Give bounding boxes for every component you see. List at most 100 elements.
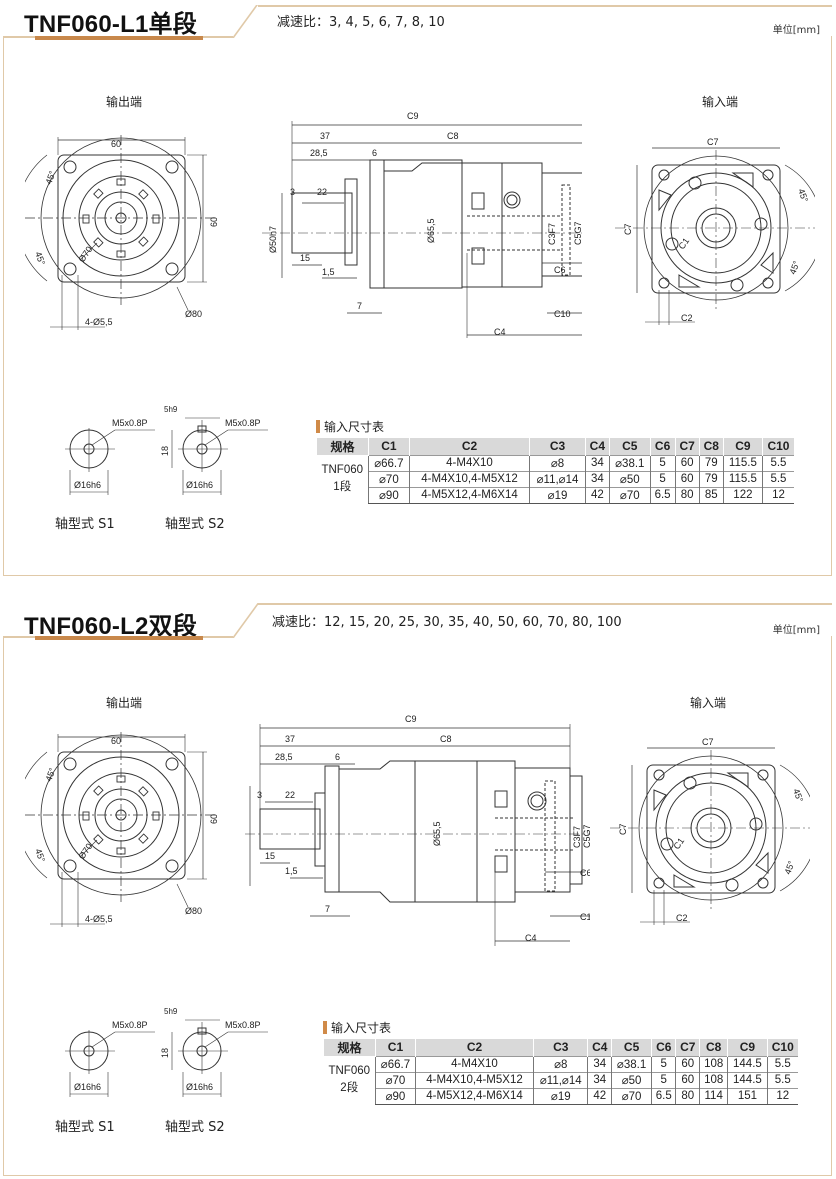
reduction-ratios: 减速比：3, 4, 5, 6, 7, 8, 10 xyxy=(277,15,445,30)
svg-text:45°: 45° xyxy=(796,187,810,204)
svg-text:C7: C7 xyxy=(618,823,628,835)
svg-text:Ø16h6: Ø16h6 xyxy=(74,1082,101,1092)
section-frame xyxy=(3,36,832,576)
svg-text:45°: 45° xyxy=(33,847,47,864)
svg-text:60: 60 xyxy=(209,217,219,227)
shaft-type-s1-label: 轴型式 S1 xyxy=(55,1120,115,1135)
svg-text:4-Ø5,5: 4-Ø5,5 xyxy=(85,914,113,924)
svg-text:15: 15 xyxy=(265,851,275,861)
svg-text:6: 6 xyxy=(335,752,340,762)
svg-text:28,5: 28,5 xyxy=(310,148,328,158)
svg-text:Ø65,5: Ø65,5 xyxy=(432,821,442,846)
svg-text:C1: C1 xyxy=(676,236,691,251)
svg-text:Ø16h6: Ø16h6 xyxy=(74,480,101,490)
title-underline xyxy=(35,636,203,640)
svg-text:18: 18 xyxy=(160,446,170,456)
svg-text:15: 15 xyxy=(300,253,310,263)
svg-text:1,5: 1,5 xyxy=(322,267,335,277)
table-header-row: 规格 C1 C2 C3 C4 C5 C6 C7 C8 C9 C10 xyxy=(316,438,794,455)
svg-text:18: 18 xyxy=(160,1048,170,1058)
svg-text:Ø65,5: Ø65,5 xyxy=(426,218,436,243)
section-single-stage: TNF060-L1单段 减速比：3, 4, 5, 6, 7, 8, 10 单位[… xyxy=(0,0,836,580)
svg-text:C8: C8 xyxy=(447,131,459,141)
svg-text:M5x0.8P: M5x0.8P xyxy=(112,418,148,428)
svg-text:M5x0.8P: M5x0.8P xyxy=(225,418,261,428)
svg-text:60: 60 xyxy=(209,814,219,824)
svg-text:45°: 45° xyxy=(43,169,57,186)
table-row: ⌀70 4-M4X10,4-M5X12 ⌀11,⌀14 34 ⌀50 5 60 … xyxy=(324,1071,798,1088)
unit-label: 单位[mm] xyxy=(772,625,820,636)
svg-text:22: 22 xyxy=(317,187,327,197)
svg-text:C2: C2 xyxy=(681,313,693,323)
section-double-stage: TNF060-L2双段 减速比：12, 15, 20, 25, 30, 35, … xyxy=(0,598,836,1178)
side-view-drawing: C9 37 C8 28,5 6 3 22 15 1,5 7 Ø50h7 Ø65,… xyxy=(262,111,582,338)
svg-text:60: 60 xyxy=(111,139,121,149)
svg-text:C3F7: C3F7 xyxy=(547,223,557,245)
shaft-types-drawing: M5x0.8P Ø16h6 M5x0.8P Ø16h6 5h9 18 xyxy=(65,1007,268,1097)
title-accent-bar xyxy=(323,1021,327,1034)
header-slant xyxy=(232,603,259,638)
input-dimension-table-title: 输入尺寸表 xyxy=(316,418,384,435)
table-row: ⌀90 4-M5X12,4-M6X14 ⌀19 42 ⌀70 6.5 80 11… xyxy=(324,1087,798,1105)
input-end-label: 输入端 xyxy=(690,696,727,710)
input-end-drawing: C7 C7 C1 C2 45° 45° xyxy=(610,737,810,925)
svg-text:Ø80: Ø80 xyxy=(185,309,202,319)
shaft-types-drawing: M5x0.8P Ø16h6 M5x0.8P Ø16h6 5h9 18 xyxy=(65,405,268,495)
svg-text:M5x0.8P: M5x0.8P xyxy=(225,1020,261,1030)
input-end-label: 输入端 xyxy=(702,95,739,109)
output-end-drawing: 60 60 45° 45° Ø70 4-Ø5,5 Ø80 xyxy=(25,732,219,927)
table-header-row: 规格 C1 C2 C3 C4 C5 C6 C7 C8 C9 C10 xyxy=(323,1039,798,1056)
svg-text:45°: 45° xyxy=(43,766,57,783)
svg-text:C2: C2 xyxy=(676,913,688,923)
svg-text:C7: C7 xyxy=(707,137,719,147)
svg-text:6: 6 xyxy=(372,148,377,158)
svg-text:4-Ø5,5: 4-Ø5,5 xyxy=(85,317,113,327)
svg-text:C4: C4 xyxy=(494,327,506,337)
svg-text:60: 60 xyxy=(111,736,121,746)
svg-text:22: 22 xyxy=(285,790,295,800)
svg-text:Ø16h6: Ø16h6 xyxy=(186,480,213,490)
header-rule xyxy=(258,5,832,7)
model-title: TNF060-L2双段 xyxy=(24,613,197,640)
svg-text:28,5: 28,5 xyxy=(275,752,293,762)
shaft-type-s2-label: 轴型式 S2 xyxy=(165,1120,225,1135)
svg-text:C10: C10 xyxy=(580,912,590,922)
input-dimension-table-title: 输入尺寸表 xyxy=(323,1019,391,1036)
reduction-ratios: 减速比：12, 15, 20, 25, 30, 35, 40, 50, 60, … xyxy=(272,615,622,630)
svg-text:1,5: 1,5 xyxy=(285,866,298,876)
side-view-drawing: C9 37 C8 28,5 6 3 22 15 1,5 7 Ø50h7 Ø65,… xyxy=(245,714,590,946)
input-dimension-table: 规格 C1 C2 C3 C4 C5 C6 C7 C8 C9 C10 TNF060… xyxy=(323,1039,798,1105)
output-end-label: 输出端 xyxy=(106,95,143,109)
svg-text:M5x0.8P: M5x0.8P xyxy=(112,1020,148,1030)
model-title: TNF060-L1单段 xyxy=(24,11,197,38)
svg-text:Ø16h6: Ø16h6 xyxy=(186,1082,213,1092)
svg-text:3: 3 xyxy=(257,790,262,800)
output-end-label: 输出端 xyxy=(106,696,143,710)
section-frame xyxy=(3,636,832,1176)
svg-text:C8: C8 xyxy=(440,734,452,744)
shaft-type-s1-label: 轴型式 S1 xyxy=(55,517,115,532)
svg-text:C9: C9 xyxy=(407,111,419,121)
shaft-type-s2-label: 轴型式 S2 xyxy=(165,517,225,532)
svg-text:5h9: 5h9 xyxy=(164,1007,178,1016)
title-accent-bar xyxy=(316,420,320,433)
svg-text:45°: 45° xyxy=(791,787,805,804)
svg-text:Ø80: Ø80 xyxy=(185,906,202,916)
svg-text:C6: C6 xyxy=(580,868,590,878)
svg-text:C4: C4 xyxy=(525,933,537,943)
svg-text:5h9: 5h9 xyxy=(164,405,178,414)
table-row: ⌀90 4-M5X12,4-M6X14 ⌀19 42 ⌀70 6.5 80 85… xyxy=(317,486,794,504)
svg-text:7: 7 xyxy=(357,301,362,311)
svg-text:C5G7: C5G7 xyxy=(573,221,582,245)
header-rule xyxy=(258,603,832,605)
svg-text:C7: C7 xyxy=(702,737,714,747)
svg-text:C3F7: C3F7 xyxy=(572,826,582,848)
output-end-drawing: 60 60 45° 45° Ø70 4-Ø5,5 Ø80 xyxy=(25,135,219,330)
svg-text:C6: C6 xyxy=(554,265,566,275)
svg-text:C5G7: C5G7 xyxy=(582,824,590,848)
svg-text:C9: C9 xyxy=(405,714,417,724)
svg-text:37: 37 xyxy=(285,734,295,744)
